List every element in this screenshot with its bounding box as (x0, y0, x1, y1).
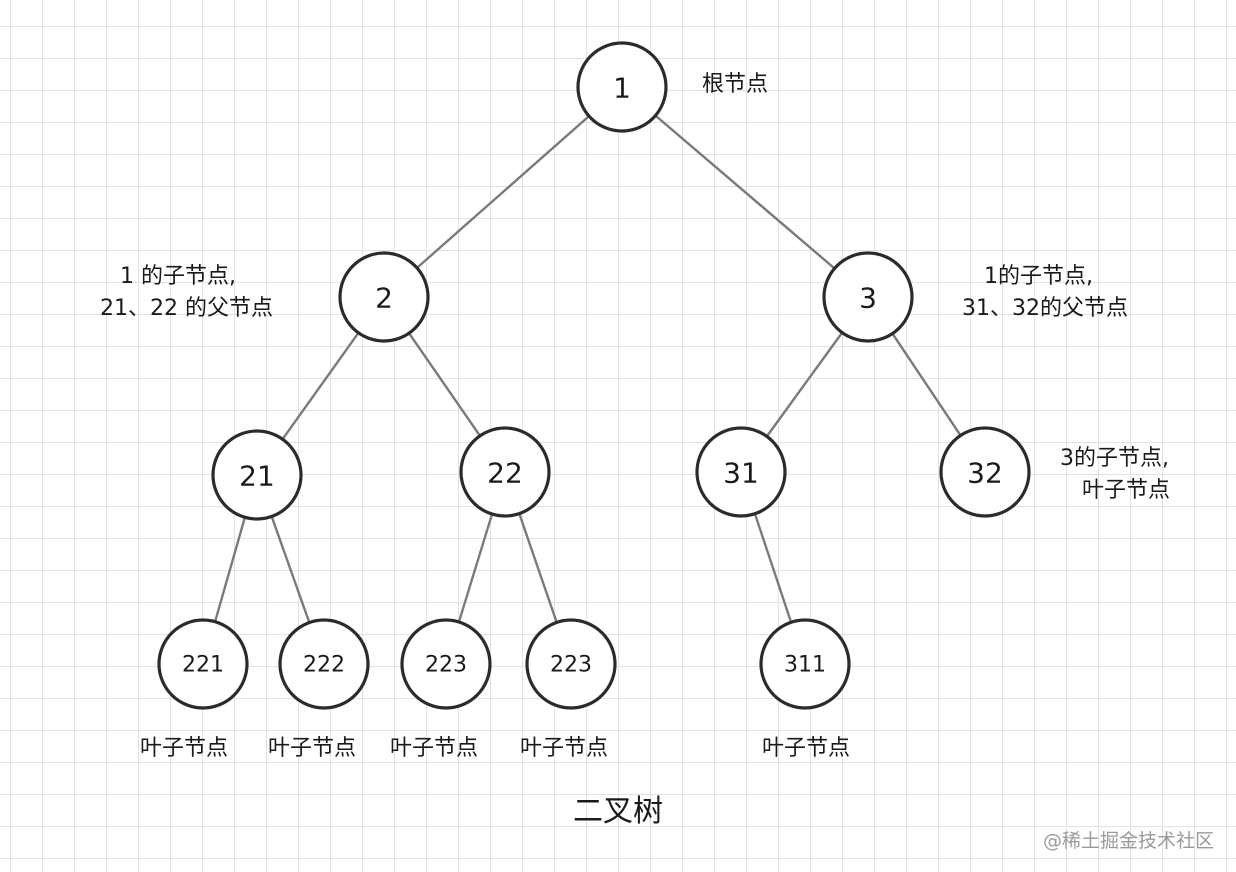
tree-node-n21: 21 (211, 429, 303, 521)
tree-node-n311: 311 (759, 618, 851, 710)
node-circle (822, 251, 914, 343)
edge-n21-n221 (213, 516, 247, 623)
leaf-annotation-223-first: 叶子节点 (390, 736, 479, 761)
leaf-annotation-311: 叶子节点 (762, 736, 851, 761)
node-circle (939, 426, 1031, 518)
node-circle (211, 429, 303, 521)
node-3-annotation-line-1: 1的子节点, (984, 264, 1093, 289)
leaf-annotation-223-second: 叶子节点 (520, 736, 609, 761)
tree-node-n31: 31 (695, 426, 787, 518)
edge-n21-n222 (270, 516, 311, 623)
edge-n1-n2 (416, 115, 590, 269)
node-circle (695, 426, 787, 518)
edge-n22-n223b (518, 513, 558, 623)
tree-node-n32: 32 (939, 426, 1031, 518)
node-label: 32 (967, 457, 1003, 490)
node-2-annotation-line-2: 21、22 的父节点 (100, 296, 273, 321)
node-circle (525, 618, 617, 710)
node-circle (759, 618, 851, 710)
diagram-caption: 二叉树 (573, 794, 663, 829)
node-circle (278, 618, 370, 710)
node-label: 1 (613, 72, 631, 105)
tree-node-n222: 222 (278, 618, 370, 710)
node-2-annotation-line-1: 1 的子节点, (120, 264, 236, 289)
node-label: 3 (859, 282, 877, 315)
node-circle (338, 251, 430, 343)
tree-node-n2: 2 (338, 251, 430, 343)
node-label: 221 (182, 653, 224, 678)
node-label: 2 (375, 282, 393, 315)
tree-edges (213, 114, 962, 623)
tree-node-n22: 22 (459, 426, 551, 518)
edge-n1-n3 (654, 114, 836, 270)
leaf-annotation-221: 叶子节点 (140, 736, 229, 761)
node-circle (400, 618, 492, 710)
edge-n2-n21 (281, 332, 360, 440)
tree-node-n1: 1 (576, 41, 668, 133)
leaf-annotation-222: 叶子节点 (268, 736, 357, 761)
node-label: 21 (239, 460, 275, 493)
tree-node-n221: 221 (157, 618, 249, 710)
node-circle (459, 426, 551, 518)
tree-node-n223b: 223 (525, 618, 617, 710)
edge-n22-n223a (457, 513, 494, 623)
watermark: @稀土掘金技术社区 (1042, 830, 1214, 852)
tree-nodes: 1 2 3 21 22 31 32 221 222 223 223 311 (157, 41, 1031, 710)
node-label: 223 (425, 653, 467, 678)
node-circle (576, 41, 668, 133)
node-label: 311 (784, 653, 826, 678)
node-32-annotation-line-2: 叶子节点 (1082, 478, 1171, 503)
node-3-annotation-line-2: 31、32的父节点 (962, 296, 1128, 321)
tree-node-n3: 3 (822, 251, 914, 343)
edge-n3-n31 (765, 331, 844, 438)
node-32-annotation-line-1: 3的子节点, (1060, 446, 1169, 471)
tree-node-n223a: 223 (400, 618, 492, 710)
edge-n31-n311 (753, 513, 793, 623)
node-label: 22 (487, 457, 523, 490)
node-label: 223 (550, 653, 592, 678)
edge-n2-n22 (408, 332, 481, 437)
node-label: 222 (303, 653, 345, 678)
edge-n3-n32 (891, 332, 962, 437)
root-annotation: 根节点 (702, 72, 769, 97)
node-circle (157, 618, 249, 710)
node-label: 31 (723, 457, 759, 490)
